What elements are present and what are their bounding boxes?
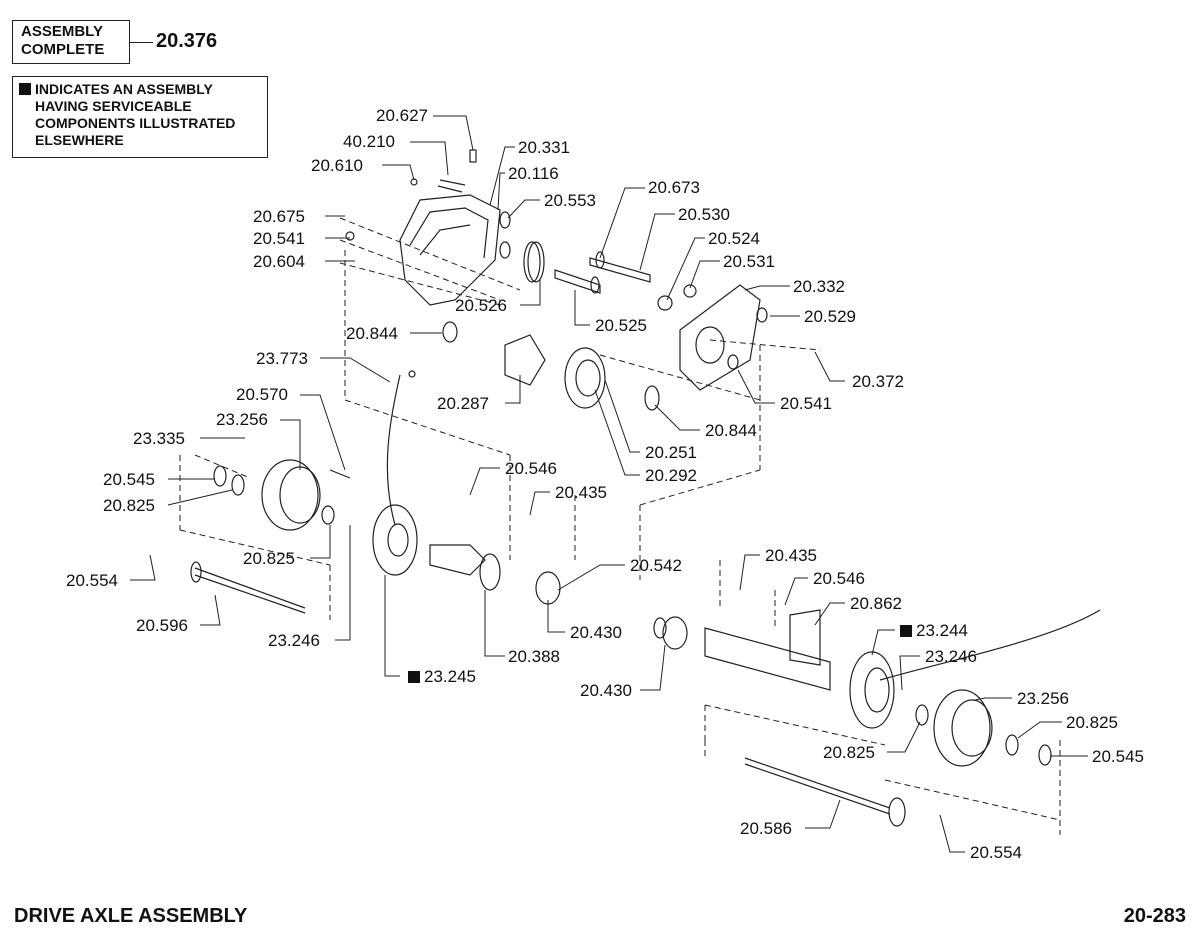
part-callout: 20.524 (708, 229, 760, 248)
part-callout: 23.246 (268, 631, 320, 650)
note-line-2: HAVING SERVICEABLE (35, 98, 192, 114)
part-callout: 23.773 (256, 349, 308, 368)
part-callout: 20.844 (705, 421, 757, 440)
part-callout: 20.435 (765, 546, 817, 565)
part-callout: 20.862 (850, 594, 902, 613)
part-callout: 20.825 (103, 496, 155, 515)
transmission-housing-part (399, 149, 501, 306)
part-callout: 20.287 (437, 394, 489, 413)
page-number: 20-283 (1123, 905, 1186, 927)
part-callout: 20.844 (346, 324, 398, 343)
part-callout-assembly: 23.244 (900, 622, 968, 640)
part-callout: 20.596 (136, 616, 188, 635)
note-line-4: ELSEWHERE (35, 132, 124, 148)
part-callout: 20.610 (311, 156, 363, 175)
part-callout: 20.825 (823, 743, 875, 762)
part-callout: 20.545 (1092, 747, 1144, 766)
note-box: INDICATES AN ASSEMBLY HAVING SERVICEABLE… (12, 76, 268, 158)
part-callout: 20.541 (253, 229, 305, 248)
part-callout: 23.244 (916, 621, 968, 640)
part-callout: 20.825 (1066, 713, 1118, 732)
part-callout: 20.530 (678, 205, 730, 224)
part-callout: 20.825 (243, 549, 295, 568)
part-callout: 20.332 (793, 277, 845, 296)
assembly-label-line1: ASSEMBLY (21, 23, 103, 40)
part-callout: 20.546 (505, 459, 557, 478)
part-callout: 20.673 (648, 178, 700, 197)
part-callout: 40.210 (343, 132, 395, 151)
part-callout: 23.245 (424, 667, 476, 686)
assembly-label-line2: COMPLETE (21, 41, 105, 58)
assembly-marker-icon (19, 83, 31, 95)
part-callout: 23.256 (1017, 689, 1069, 708)
note-line-1: INDICATES AN ASSEMBLY (13, 77, 267, 98)
part-callout: 20.292 (645, 466, 697, 485)
part-callout: 20.372 (852, 372, 904, 391)
part-callout: 20.542 (630, 556, 682, 575)
part-callout: 20.554 (970, 843, 1022, 862)
part-callout: 20.529 (804, 307, 856, 326)
part-callout: 20.553 (544, 191, 596, 210)
alignment-guides (179, 217, 1061, 835)
part-callout: 20.570 (236, 385, 288, 404)
assembly-marker-icon (900, 625, 912, 637)
part-callout: 23.335 (133, 429, 185, 448)
part-callout: 20.435 (555, 483, 607, 502)
part-callout: 20.675 (253, 207, 305, 226)
part-callout: 20.541 (780, 394, 832, 413)
part-callout: 20.388 (508, 647, 560, 666)
leader-lines (130, 115, 1088, 853)
part-callout: 20.546 (813, 569, 865, 588)
part-callout: 20.525 (595, 316, 647, 335)
note-line-3: COMPONENTS ILLUSTRATED (35, 115, 236, 131)
part-callout: 20.251 (645, 443, 697, 462)
part-callout: 20.116 (508, 164, 559, 183)
part-callout: 23.246 (925, 647, 977, 666)
part-callout: 23.256 (216, 410, 268, 429)
part-callout: 20.627 (376, 106, 428, 125)
assembly-marker-icon (408, 671, 420, 683)
part-callout: 20.430 (580, 681, 632, 700)
assembly-complete-box: ASSEMBLY COMPLETE (12, 20, 130, 64)
part-callout: 20.531 (723, 252, 775, 271)
assembly-leader (129, 42, 153, 43)
note-line-1-text: INDICATES AN ASSEMBLY (35, 81, 213, 97)
part-callout: 20.430 (570, 623, 622, 642)
left-brake-drum-assembly (190, 374, 561, 614)
gear-and-shaft-parts (345, 211, 768, 411)
page-title: DRIVE AXLE ASSEMBLY (14, 905, 248, 927)
part-callout: 20.526 (455, 296, 507, 315)
part-callout: 20.545 (103, 470, 155, 489)
right-axle-tube-assembly (653, 609, 1101, 827)
assembly-number: 20.376 (156, 30, 218, 52)
part-callout: 20.331 (518, 138, 570, 157)
part-callout: 20.554 (66, 571, 118, 590)
part-callout: 20.604 (253, 252, 305, 271)
part-callout-assembly: 23.245 (408, 668, 476, 686)
part-callout: 20.586 (740, 819, 792, 838)
